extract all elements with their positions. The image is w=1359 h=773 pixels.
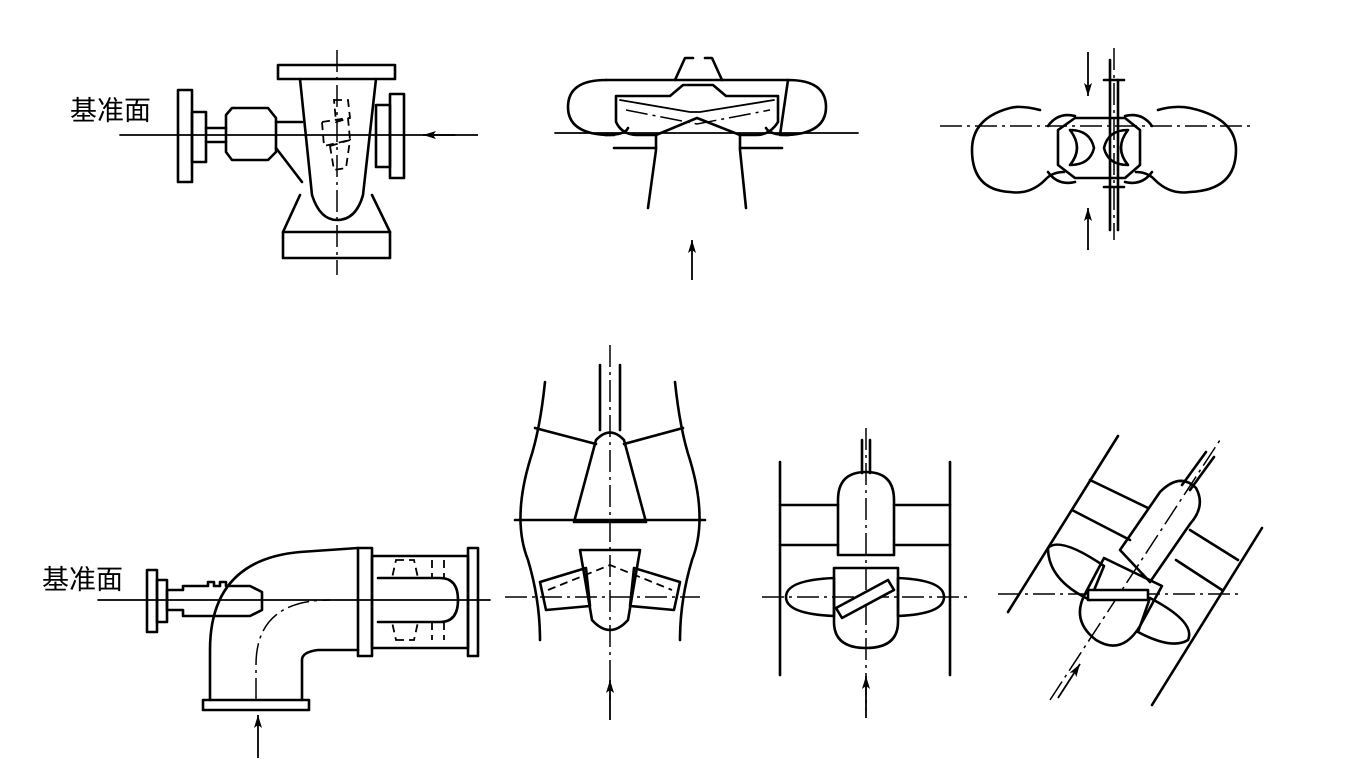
shaft-housing — [165, 580, 264, 618]
figure-double-runner — [940, 48, 1255, 250]
generator-flange — [145, 568, 159, 634]
blade-right — [1136, 596, 1191, 645]
runner-hub — [578, 548, 642, 632]
right-casing — [1134, 105, 1238, 194]
bearing-housing — [224, 106, 278, 162]
left-casing — [970, 105, 1066, 194]
right-wall — [1150, 526, 1264, 707]
blade-right — [896, 576, 946, 618]
runner-housing — [1056, 116, 1142, 180]
generator-bulb — [836, 470, 896, 557]
draft-tube — [646, 133, 748, 210]
figure-horizontal-shaft: 基准面 — [70, 50, 478, 275]
generator-flange — [176, 88, 194, 184]
figure-elbow-tubular: 基准面 — [42, 546, 491, 758]
right-wall — [673, 380, 701, 642]
top-flange — [276, 63, 397, 81]
draft-tube — [281, 193, 392, 260]
runner-chamber — [370, 554, 470, 650]
bulb — [376, 576, 460, 624]
blade-right — [628, 566, 682, 612]
inlet-flange — [388, 92, 406, 180]
datum-label-top: 基准面 — [70, 96, 151, 127]
elbow-inner — [300, 648, 360, 702]
runner-hub — [832, 566, 900, 650]
guide-hub — [572, 431, 648, 524]
left-wall — [1006, 434, 1120, 614]
blade-left — [1046, 543, 1106, 602]
coupling-flange — [190, 110, 208, 164]
datum-label-bottom: 基准面 — [42, 565, 123, 596]
figure-vertical-francis — [554, 56, 859, 280]
figure-bulb-vertical — [762, 428, 970, 718]
runner-hub — [1078, 556, 1164, 647]
spiral-casing — [566, 78, 828, 137]
flow-arrow — [1057, 663, 1081, 699]
figure-vertical-kaplan — [505, 345, 707, 720]
blade-left — [784, 576, 836, 618]
blade-left — [538, 566, 592, 612]
turbine-casing — [298, 77, 378, 222]
inlet-flange — [201, 698, 311, 712]
elbow-outer — [208, 546, 360, 702]
figure-bulb-inclined — [998, 434, 1264, 707]
runner — [614, 83, 780, 137]
generator-bulb — [1118, 479, 1202, 584]
left-wall — [519, 380, 547, 642]
